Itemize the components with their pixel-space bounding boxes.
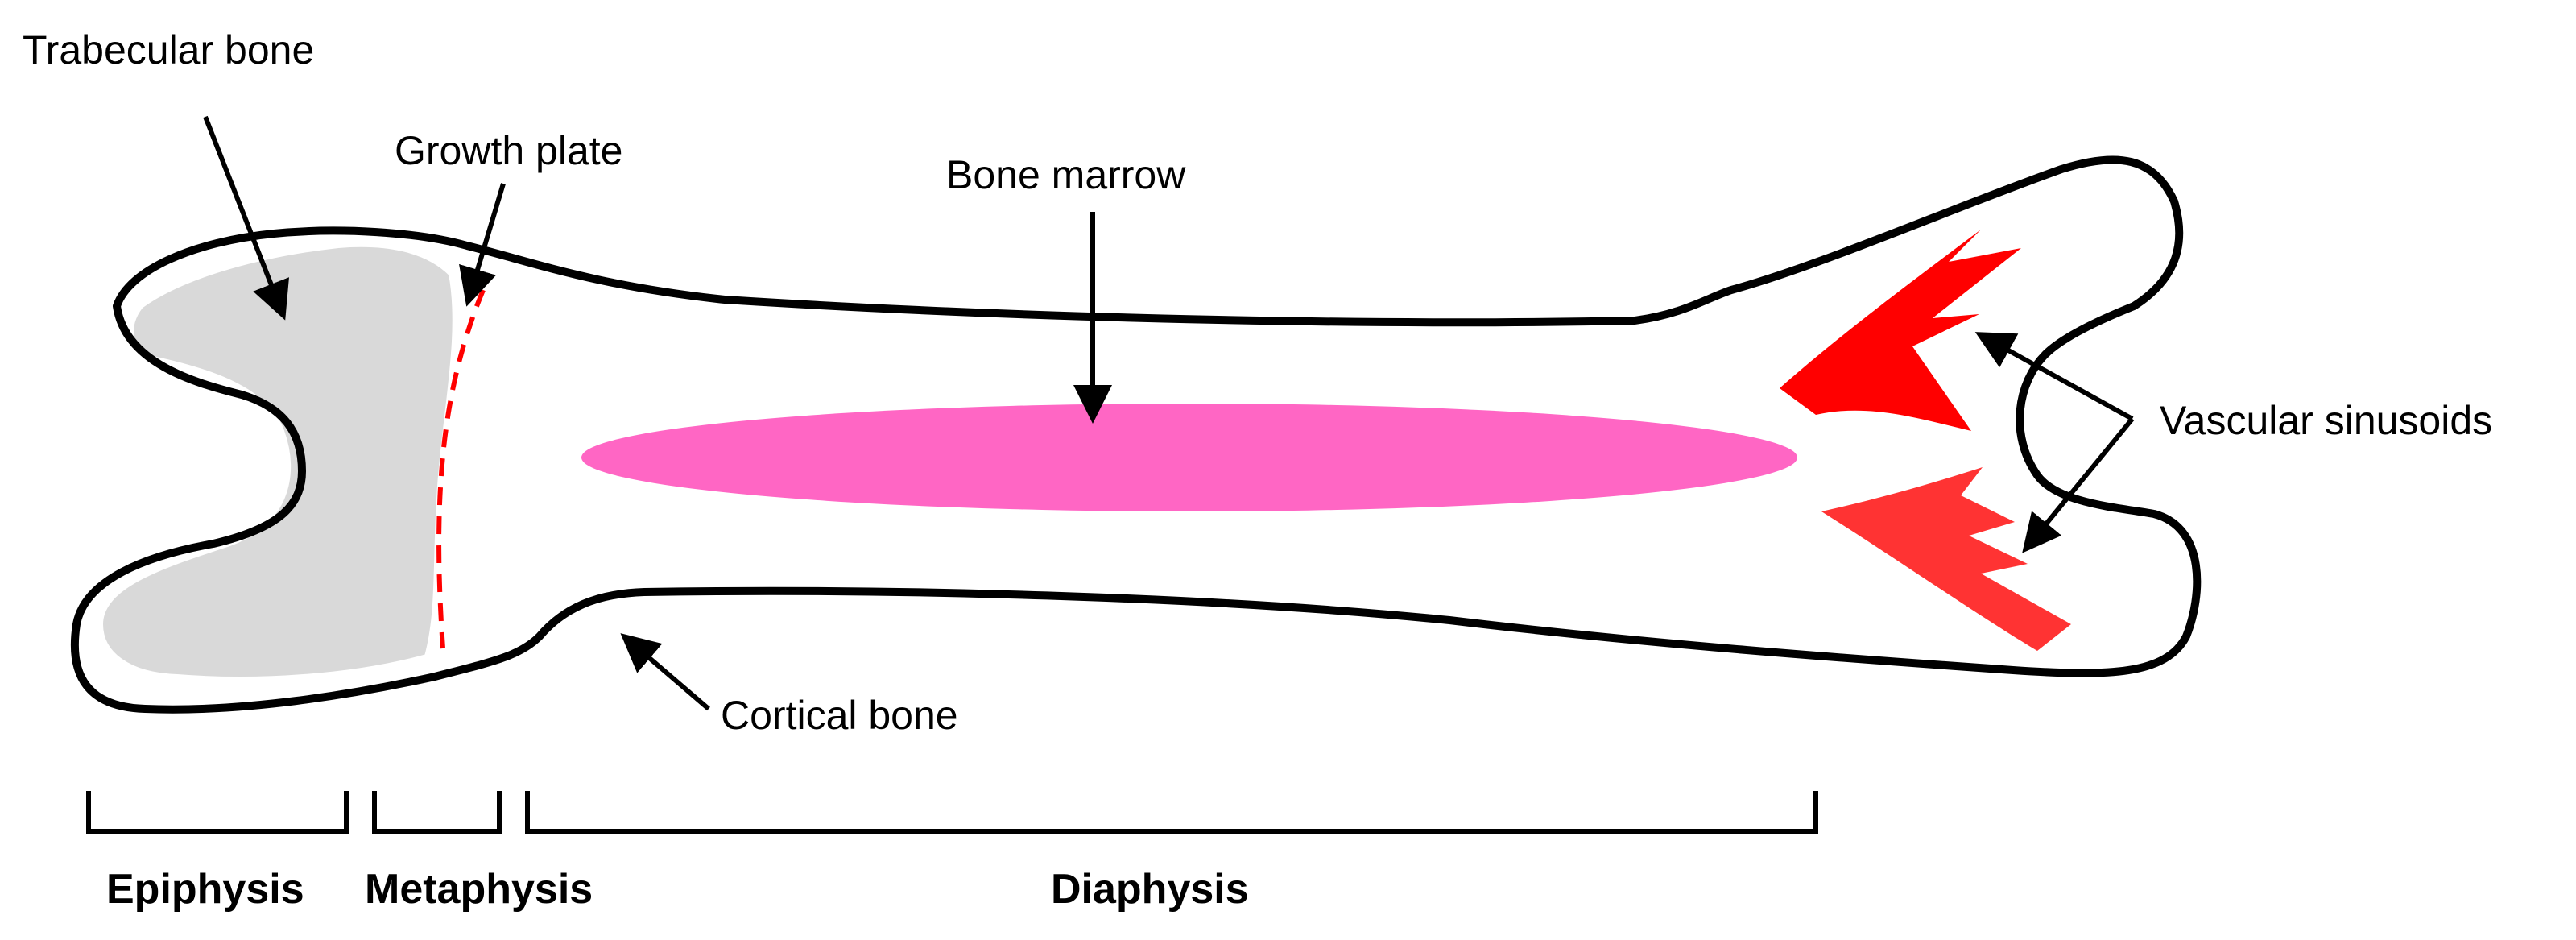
diaphysis-bracket bbox=[525, 791, 1818, 834]
sinusoid-lower bbox=[1821, 467, 2071, 651]
cortical-bone-arrow bbox=[620, 633, 710, 711]
vascular-sinusoids-arrow-upper bbox=[1974, 332, 2134, 421]
growth-plate-arrow bbox=[459, 183, 506, 307]
trabecular-bone-arrow bbox=[203, 115, 289, 321]
metaphysis-label: Metaphysis bbox=[365, 866, 593, 913]
trabecular-bone-region bbox=[97, 242, 457, 681]
diaphysis-label: Diaphysis bbox=[1051, 866, 1249, 913]
bone-marrow-label: Bone marrow bbox=[946, 152, 1186, 197]
bone-outline bbox=[70, 155, 2202, 714]
vascular-sinusoids-arrow-lower bbox=[2022, 417, 2135, 553]
epiphysis-label: Epiphysis bbox=[106, 866, 304, 913]
growth-plate-label: Growth plate bbox=[395, 128, 623, 173]
bone-marrow-ellipse bbox=[581, 404, 1797, 511]
vascular-sinusoids-label: Vascular sinusoids bbox=[2160, 398, 2493, 443]
growth-plate-line bbox=[436, 288, 486, 649]
cortical-bone-label: Cortical bone bbox=[721, 693, 958, 738]
sinusoid-upper bbox=[1780, 230, 2021, 431]
metaphysis-bracket bbox=[372, 791, 502, 834]
epiphysis-bracket bbox=[86, 791, 349, 834]
trabecular-bone-label: Trabecular bone bbox=[23, 27, 315, 72]
